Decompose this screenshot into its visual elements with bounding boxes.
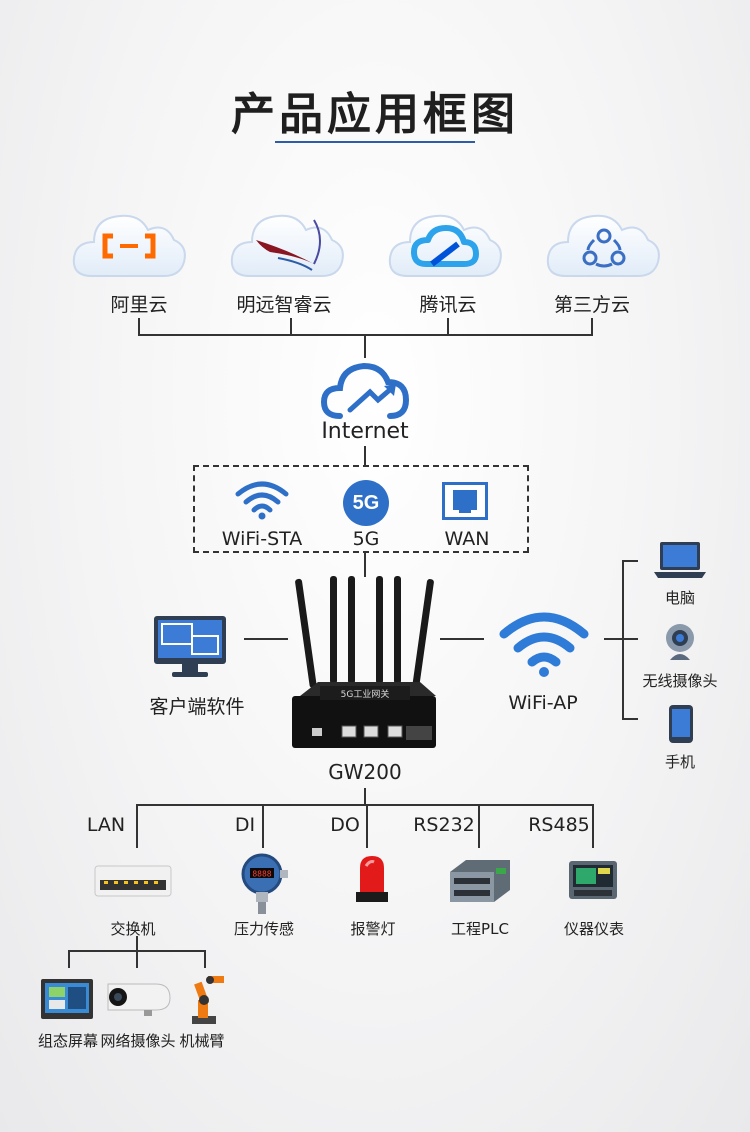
monitor-icon	[152, 614, 228, 680]
port-label-lan: LAN	[86, 814, 126, 836]
connector-line	[244, 638, 288, 640]
hmi-screen-label: 组态屏幕	[37, 1032, 98, 1050]
page-title: 产品应用框图	[231, 89, 519, 140]
hmi-screen-image	[40, 978, 94, 1020]
wifi-sta-label: WiFi-STA	[221, 528, 303, 550]
5g-label: 5G	[352, 528, 380, 550]
aliyun-cloud-icon	[70, 200, 188, 280]
port-label-do: DO	[330, 814, 360, 836]
connector-line	[592, 804, 594, 848]
phone-label: 手机	[664, 753, 695, 771]
connector-line	[136, 804, 138, 848]
connector-line	[364, 446, 366, 465]
title-underline	[275, 141, 475, 143]
connector-line	[366, 804, 368, 848]
tencent-cloud-icon	[386, 200, 504, 280]
connector-line	[136, 804, 594, 806]
switch-label: 交换机	[110, 920, 156, 938]
connector-line	[478, 804, 480, 848]
connector-line	[622, 560, 624, 720]
webcam-icon	[660, 622, 700, 662]
network-camera-label: 网络摄像头	[100, 1032, 176, 1050]
uplink-box	[193, 465, 529, 553]
mingyuan-cloud-icon	[228, 200, 346, 280]
connector-line	[290, 318, 292, 336]
router-panel-text: 5G工业网关	[341, 688, 390, 700]
connector-line	[591, 318, 593, 336]
client-software-label: 客户端软件	[149, 696, 245, 718]
connector-line	[364, 788, 366, 806]
connector-line	[204, 950, 206, 968]
port-label-di: DI	[234, 814, 256, 836]
5g-badge-icon: 5G	[343, 480, 389, 526]
internet-label: Internet	[321, 419, 409, 444]
gw200-router-image: 5G工业网关	[290, 572, 440, 752]
connector-line	[364, 334, 366, 358]
gw200-label: GW200	[328, 760, 402, 784]
robot-arm-label: 机械臂	[179, 1032, 225, 1050]
network-camera-image	[104, 980, 174, 1018]
plc-image	[448, 858, 512, 904]
laptop-icon	[652, 540, 708, 580]
wifi-ap-icon	[498, 610, 590, 678]
connector-line	[622, 638, 638, 640]
plc-label: 工程PLC	[451, 920, 509, 938]
connector-line	[136, 936, 138, 952]
connector-line	[138, 318, 140, 336]
wan-port-icon	[442, 482, 488, 520]
alarm-light-image	[352, 852, 392, 904]
instrument-label: 仪器仪表	[563, 920, 624, 938]
internet-cloud-icon	[320, 358, 410, 420]
computer-label: 电脑	[664, 589, 695, 607]
connector-line	[68, 950, 70, 968]
connector-line	[262, 804, 264, 848]
cloud-label-aliyun: 阿里云	[110, 294, 168, 316]
wan-label: WAN	[444, 528, 490, 550]
cloud-label-mingyuan: 明远智睿云	[236, 294, 332, 316]
connector-line	[440, 638, 484, 640]
phone-icon	[668, 704, 694, 744]
wireless-camera-label: 无线摄像头	[642, 672, 718, 690]
port-label-rs485: RS485	[528, 814, 590, 836]
wifi-sta-icon	[234, 480, 290, 520]
wifi-ap-label: WiFi-AP	[508, 692, 578, 714]
port-label-rs232: RS232	[413, 814, 475, 836]
network-switch-image	[94, 864, 172, 898]
cloud-label-tencent: 腾讯云	[419, 294, 477, 316]
svg-text:8888: 8888	[252, 870, 271, 879]
connector-line	[447, 318, 449, 336]
connector-line	[622, 560, 638, 562]
cloud-label-third-party: 第三方云	[553, 294, 630, 316]
instrument-meter-image	[568, 860, 618, 900]
connector-line	[604, 638, 624, 640]
third-party-cloud-icon	[544, 200, 662, 280]
robot-arm-image	[184, 970, 228, 1026]
alarm-light-label: 报警灯	[350, 920, 396, 938]
pressure-sensor-image: 8888	[240, 852, 290, 916]
connector-line	[622, 718, 638, 720]
connector-line	[364, 553, 366, 577]
connector-line	[136, 950, 138, 968]
pressure-sensor-label: 压力传感	[233, 920, 294, 938]
